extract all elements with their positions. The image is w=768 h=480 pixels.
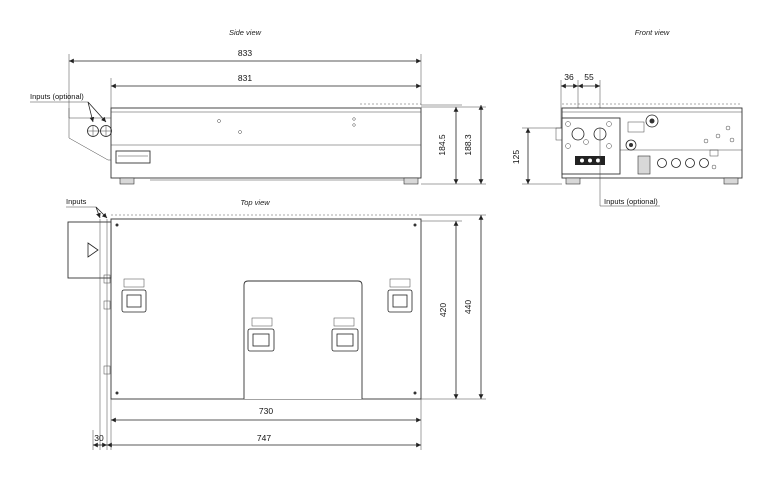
front-view-title: Front view xyxy=(635,28,670,37)
handle-outer xyxy=(247,328,275,352)
dim-top-offset: 30 xyxy=(94,433,104,443)
top-view-title: Top view xyxy=(240,198,270,207)
top-input-housing xyxy=(67,221,112,279)
handle-inner xyxy=(392,294,408,308)
top-view: Top view Inputs xyxy=(66,197,486,450)
front-round-port-core xyxy=(649,118,655,124)
handle-inner xyxy=(252,333,270,347)
front-xlr-connector xyxy=(685,158,695,168)
handle-label-plate xyxy=(389,278,411,288)
top-screw xyxy=(115,391,119,395)
side-foot xyxy=(119,177,135,185)
side-foot xyxy=(403,177,419,185)
front-screw xyxy=(711,164,717,170)
top-clip xyxy=(103,274,111,284)
dim-top-depth-b: 440 xyxy=(463,300,473,314)
front-input-connector xyxy=(571,127,585,141)
dim-top-width-a: 730 xyxy=(259,406,273,416)
side-inputs-label: Inputs (optional) xyxy=(30,92,84,101)
top-handle-right xyxy=(387,278,413,313)
front-window xyxy=(627,121,645,133)
side-view: Side view 833 831 xyxy=(30,28,486,185)
top-screw xyxy=(413,391,417,395)
handle-inner xyxy=(336,333,354,347)
front-round-port xyxy=(645,114,659,128)
top-inputs-label: Inputs xyxy=(66,197,87,206)
side-inputs-arrow xyxy=(87,101,95,123)
side-screw xyxy=(352,117,356,121)
side-view-title: Side view xyxy=(229,28,262,37)
top-inputs-arrow xyxy=(95,206,108,219)
dim-top-depth-a: 420 xyxy=(438,303,448,317)
front-terminal xyxy=(596,158,600,163)
front-foot xyxy=(565,177,581,185)
front-screw xyxy=(606,121,612,127)
front-screw xyxy=(565,143,571,149)
dim-side-height-b: 188.3 xyxy=(463,134,473,156)
top-clip xyxy=(103,365,111,375)
handle-outer xyxy=(387,289,413,313)
front-inputs-label: Inputs (optional) xyxy=(604,197,658,206)
handle-inner xyxy=(126,294,142,308)
front-connector-block xyxy=(637,155,651,175)
front-foot xyxy=(723,177,739,185)
front-screw xyxy=(725,125,731,131)
front-switch xyxy=(709,149,719,157)
dim-top-width-b: 747 xyxy=(257,433,271,443)
front-screw xyxy=(606,143,612,149)
dim-side-overall: 833 xyxy=(238,48,252,58)
top-screw xyxy=(115,223,119,227)
dim-side-height-a: 184.5 xyxy=(437,134,447,156)
top-inputs-arrow xyxy=(95,206,101,219)
side-screw xyxy=(352,123,356,127)
front-xlr-connector xyxy=(671,158,681,168)
handle-label-plate xyxy=(333,317,355,327)
front-screw xyxy=(715,133,721,139)
side-body xyxy=(110,107,422,179)
side-bracket xyxy=(68,108,111,161)
dim-side-body: 831 xyxy=(238,73,252,83)
front-screw xyxy=(565,121,571,127)
handle-label-plate xyxy=(123,278,145,288)
front-xlr-connector xyxy=(657,158,667,168)
top-handle-left xyxy=(121,278,147,313)
side-screw xyxy=(217,119,221,123)
dim-front-height: 125 xyxy=(511,150,521,164)
front-knob xyxy=(625,139,637,151)
front-screw xyxy=(703,138,709,144)
handle-outer xyxy=(121,289,147,313)
front-screw xyxy=(729,137,735,143)
top-clip xyxy=(103,300,111,310)
top-direction-icon xyxy=(87,242,99,258)
front-view: Front view 36 55 125 xyxy=(511,28,743,207)
dim-front-a: 36 xyxy=(564,72,574,82)
dim-front-b: 55 xyxy=(584,72,594,82)
handle-outer xyxy=(331,328,359,352)
front-knob-core xyxy=(629,143,633,147)
top-handle-center-right xyxy=(331,317,359,352)
front-screw xyxy=(583,139,589,145)
side-screw xyxy=(238,130,242,134)
side-panel xyxy=(115,150,151,164)
side-inputs-arrow xyxy=(87,101,107,123)
front-terminal xyxy=(580,158,584,163)
front-terminal xyxy=(588,158,592,163)
handle-label-plate xyxy=(251,317,273,327)
front-input-stub xyxy=(555,127,563,141)
front-xlr-connector xyxy=(699,158,709,168)
top-center-panel xyxy=(243,280,363,399)
top-handle-center-left xyxy=(247,317,275,352)
top-screw xyxy=(413,223,417,227)
